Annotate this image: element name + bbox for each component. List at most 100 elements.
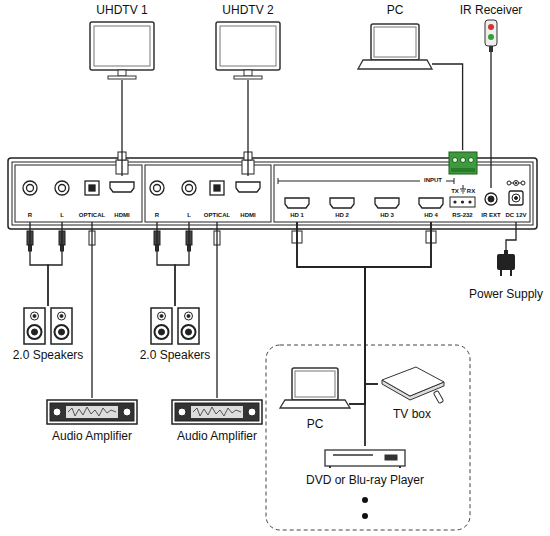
cable [216,222,217,398]
speaker-pair: 2.0 Speakers [10,306,87,364]
port-label: HDMI [113,212,130,219]
rs232-port [450,197,475,207]
dvd-player-icon [385,455,397,460]
device-label: Power Supply [468,288,544,302]
speaker-icon [24,308,72,344]
amplifier-icon [248,408,256,416]
cable [157,222,175,306]
amplifier-icon [193,407,241,416]
source-pc: PC [280,366,349,434]
monitor-icon [90,22,154,79]
rs232-port [461,158,466,163]
port-label: HD 3 [379,212,395,219]
dc-jack [521,181,525,185]
cable [490,52,491,188]
audio-amplifier: Audio Amplifier [47,398,137,446]
dc-jack [507,181,511,185]
laptop-icon [280,368,350,408]
monitor-icon [90,22,154,70]
monitor-icon [118,70,126,76]
ir-receiver-icon [485,20,497,46]
display-device: UHDTV 1 [88,3,156,80]
dc-jack [509,191,523,205]
port-label: OPTICAL [78,212,106,219]
speaker-icon [155,325,169,339]
amplifier-icon [172,400,262,424]
speaker-icon [182,325,196,339]
port-label: HD 4 [423,212,439,219]
device-label: Audio Amplifier [51,430,133,444]
cable [175,222,189,306]
amplifier-icon [175,403,259,421]
speaker-icon [32,329,38,335]
hdmi-port [330,198,354,208]
speaker-icon [31,312,39,320]
optical-port [210,181,224,195]
matrix-panel [8,158,537,229]
port-label: L [186,212,192,219]
tv-box-icon [382,367,444,403]
continuation-dots [362,513,368,519]
matrix-panel [278,178,454,184]
monitor-icon [220,26,276,66]
audio-port: R [148,176,166,222]
optical-port: OPTICAL [76,176,108,222]
cable [91,222,92,398]
speaker-icon [151,308,172,344]
monitor-icon [108,76,136,79]
continuation-dots [362,497,368,519]
speaker-icon [178,308,199,344]
dvd-player-icon [333,454,373,456]
rs232-port [469,158,474,163]
hdmi-output-port: HDMI [236,176,260,222]
tv-box-icon [382,367,444,396]
power-adapter-icon [497,254,515,270]
dvd-player-icon [325,450,405,466]
monitor-icon [244,70,252,76]
hdmi-port [285,198,309,208]
matrix-panel [12,162,533,225]
dc-jack [514,181,519,186]
monitor-icon [234,76,262,79]
optical-port [89,185,95,191]
monitor-icon [94,26,150,66]
power-adapter-icon [501,270,511,276]
device-label: Audio Amplifier [176,430,258,444]
hdmi-output-port: HDMI [110,176,134,222]
rs232-port [449,152,477,207]
dvd-player-icon [325,450,405,468]
rca-jack [186,185,193,192]
port-label: IR EXT [480,212,501,219]
ir-jack [488,196,494,202]
speaker-icon [158,312,166,320]
cable [297,222,365,404]
rca-jack [55,181,69,195]
rs232-port [453,200,456,203]
audio-amplifier: Audio Amplifier [172,398,262,446]
port-label: HDMI [239,212,256,219]
laptop-icon [358,60,432,69]
rca-jack [27,185,34,192]
port-label: OPTICAL [203,212,231,219]
cable [121,80,122,176]
port-label: HD 1 [289,212,305,219]
rca-jack [23,181,37,195]
power-adapter-icon [504,250,508,254]
laptop-icon [295,371,335,397]
rca-jack [154,185,161,192]
optical-port [85,181,99,195]
power-supply: Power Supply [466,250,546,303]
ir-receiver-icon [488,24,494,30]
rca-jack [59,185,66,192]
source-group-outline [266,345,470,530]
monitor-icon [216,22,280,70]
speaker-icon [186,329,192,335]
audio-port: R [21,176,39,222]
device-label: PC [306,418,325,432]
amplifier-icon [66,406,118,418]
continuation-dots [362,497,368,503]
monitor-icon [216,22,280,79]
amplifier-icon [53,408,61,416]
